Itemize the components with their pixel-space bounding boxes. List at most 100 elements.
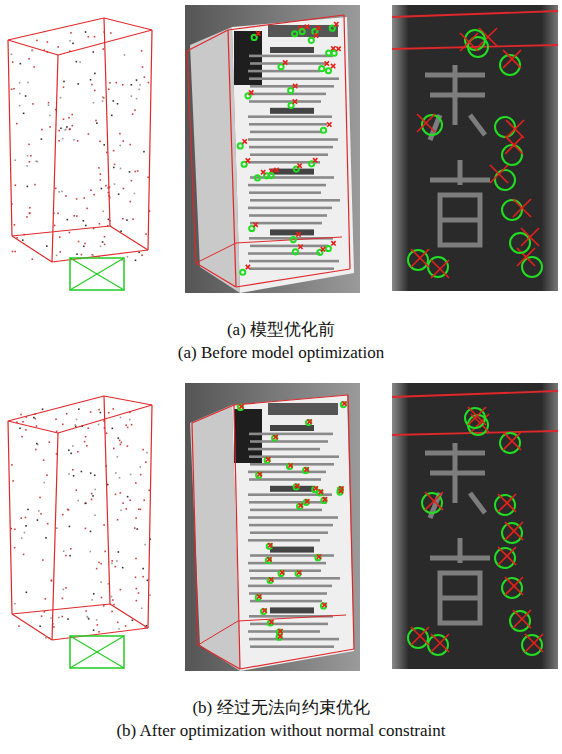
point — [77, 140, 79, 142]
point — [48, 104, 50, 106]
point — [114, 183, 116, 185]
feature-match — [337, 490, 342, 495]
point — [50, 617, 52, 619]
point — [65, 195, 67, 197]
feature-projection — [339, 489, 343, 493]
point — [15, 184, 17, 186]
feature-projection — [314, 486, 318, 490]
wireframe-edge — [8, 421, 58, 433]
point — [98, 167, 100, 169]
point — [131, 84, 133, 86]
feature-projection — [498, 494, 516, 512]
point — [62, 424, 64, 426]
feature-projection — [305, 25, 309, 29]
point — [120, 417, 122, 419]
feature-match — [292, 31, 297, 36]
point — [100, 563, 102, 565]
wireframe-edge — [52, 250, 148, 262]
box-text-line — [249, 146, 333, 149]
point — [36, 443, 38, 445]
feature-projection — [280, 570, 284, 574]
point — [142, 576, 144, 578]
point — [91, 254, 93, 256]
feature-projection — [334, 22, 338, 26]
point — [89, 551, 91, 553]
point — [41, 138, 43, 140]
wireframe-edge — [58, 405, 152, 433]
point — [67, 219, 69, 221]
point — [118, 628, 120, 630]
point — [35, 160, 37, 162]
feature-projection — [278, 629, 282, 633]
point — [72, 469, 74, 471]
point — [70, 548, 72, 550]
point — [12, 480, 14, 482]
point — [117, 519, 119, 521]
feature-projection — [296, 232, 300, 236]
wireframe-edge — [240, 649, 354, 669]
point — [90, 531, 92, 533]
point — [96, 619, 98, 621]
wireframe-edge — [192, 423, 198, 645]
feature-projection — [321, 247, 325, 251]
point — [23, 554, 25, 556]
feature-match — [502, 523, 522, 543]
point — [127, 427, 129, 429]
point — [28, 144, 30, 146]
point — [74, 424, 76, 426]
wireframe-edge — [148, 405, 152, 628]
feature-projection — [411, 249, 429, 267]
subfigure-caption: (b) 经过无法向约束优化 — [0, 696, 562, 719]
feature-projection — [314, 486, 318, 490]
point — [94, 36, 96, 38]
feature-projection — [331, 64, 335, 68]
box-text-line — [249, 100, 321, 103]
point — [83, 220, 85, 222]
point — [92, 51, 94, 53]
feature-projection — [431, 634, 449, 652]
point — [119, 440, 121, 442]
feature-match — [326, 246, 331, 251]
box-text-line — [248, 539, 320, 542]
feature-projection — [297, 570, 301, 574]
wireframe-edge — [104, 396, 110, 604]
box-text-line — [248, 184, 326, 187]
photo-background — [185, 5, 360, 293]
feature-match — [294, 484, 299, 489]
point — [108, 219, 110, 221]
point — [120, 492, 122, 494]
feature-projection — [307, 419, 311, 423]
point — [88, 133, 90, 135]
point — [99, 223, 101, 225]
point — [81, 471, 83, 473]
feature-projection — [296, 232, 300, 236]
feature-projection — [278, 634, 282, 638]
box-text-line — [248, 207, 332, 210]
point — [144, 544, 146, 546]
wireframe-edge — [104, 18, 110, 226]
point — [56, 527, 58, 529]
point — [55, 188, 57, 190]
point — [92, 255, 94, 257]
point — [58, 130, 60, 132]
point — [68, 117, 70, 119]
box-text-line — [250, 645, 334, 648]
point — [53, 626, 55, 628]
box-text-line — [250, 131, 322, 134]
feature-match — [495, 548, 515, 568]
feature-match — [300, 29, 305, 34]
point — [37, 444, 39, 446]
point — [98, 409, 100, 411]
feature-match — [341, 402, 346, 407]
feature-projection — [479, 28, 497, 46]
point — [62, 138, 64, 140]
feature-projection — [314, 33, 318, 37]
point — [29, 212, 31, 214]
point — [75, 61, 77, 63]
point — [100, 179, 102, 181]
point — [126, 219, 128, 221]
point — [137, 170, 139, 172]
camera-symbol — [70, 258, 124, 290]
point — [141, 607, 143, 609]
